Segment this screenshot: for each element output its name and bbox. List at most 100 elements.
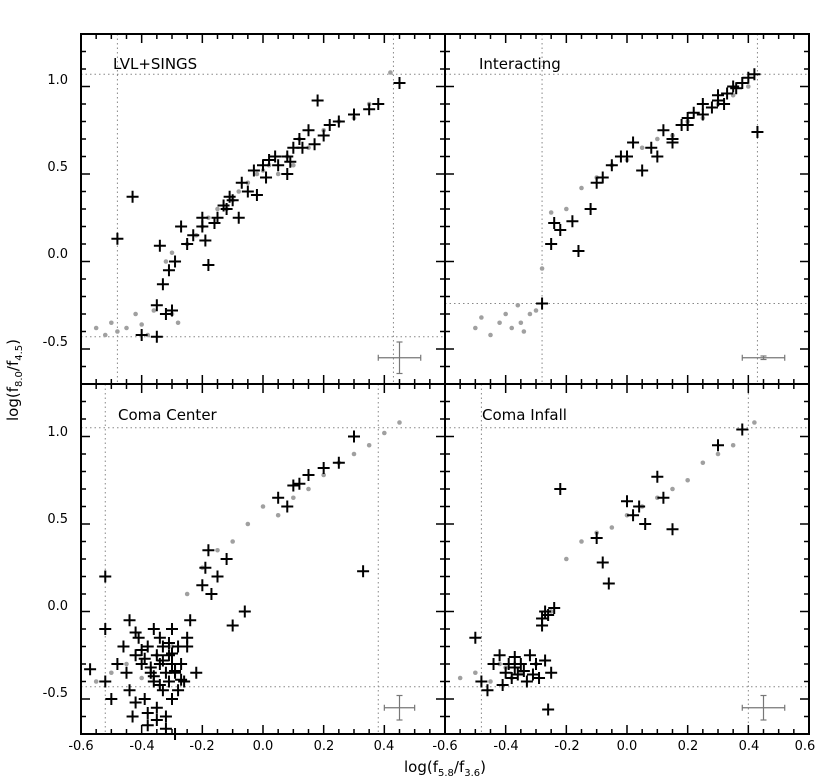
panel-frame bbox=[444, 33, 810, 385]
data-point-plus bbox=[730, 82, 743, 95]
data-point-plus bbox=[211, 570, 224, 583]
x-axis-sub-num: 5.8 bbox=[438, 768, 454, 779]
data-point-plus bbox=[526, 668, 539, 681]
data-point-plus bbox=[156, 278, 169, 291]
data-point-plus bbox=[736, 77, 749, 89]
data-point-plus bbox=[141, 719, 154, 732]
y-tick-label: 0.0 bbox=[47, 599, 68, 614]
y-axis-title: log(f8.0/f4.5) bbox=[4, 339, 25, 421]
data-point-plus bbox=[508, 651, 521, 663]
data-point-plus bbox=[627, 509, 640, 522]
data-point-plus bbox=[223, 190, 236, 203]
data-point-plus bbox=[284, 155, 297, 168]
data-point-plus bbox=[196, 211, 209, 224]
x-tick-label: 0.0 bbox=[253, 739, 274, 754]
data-point-plus bbox=[712, 439, 724, 452]
data-point-dot bbox=[382, 430, 387, 436]
data-point-plus bbox=[302, 124, 315, 137]
x-tick-labels-left: -0.6 -0.4 -0.2 0.0 0.2 0.4 bbox=[68, 739, 394, 754]
data-point-plus bbox=[247, 164, 260, 177]
data-point-dot bbox=[215, 206, 220, 212]
data-point-plus bbox=[162, 649, 175, 662]
data-point-plus bbox=[293, 477, 306, 490]
series-black-plus bbox=[111, 77, 406, 343]
data-point-dot bbox=[655, 136, 660, 142]
data-point-dot bbox=[124, 325, 129, 331]
data-point-plus bbox=[502, 658, 515, 670]
data-point-plus bbox=[141, 640, 154, 653]
x-tick-label: 0.2 bbox=[314, 739, 335, 754]
data-point-dot bbox=[503, 311, 508, 317]
data-point-plus bbox=[232, 211, 245, 224]
data-point-dot bbox=[215, 547, 220, 553]
data-point-plus bbox=[536, 619, 549, 632]
series-black-plus bbox=[536, 68, 764, 310]
panel-title-coma-infall: Coma Infall bbox=[482, 406, 567, 424]
data-point-plus bbox=[499, 666, 512, 679]
series-gray-dots bbox=[93, 70, 393, 338]
data-point-plus bbox=[363, 103, 376, 116]
data-point-plus bbox=[487, 658, 500, 670]
data-point-plus bbox=[657, 491, 670, 504]
data-point-plus bbox=[105, 693, 118, 705]
data-point-plus bbox=[156, 684, 169, 697]
data-point-plus bbox=[311, 94, 324, 107]
data-point-plus bbox=[548, 217, 561, 229]
data-point-plus bbox=[220, 553, 233, 565]
data-point-plus bbox=[156, 654, 169, 667]
x-tick-label: -0.2 bbox=[554, 739, 579, 754]
data-point-plus bbox=[202, 544, 215, 557]
panels-group bbox=[80, 33, 810, 740]
data-point-dot bbox=[479, 315, 484, 320]
data-point-dot bbox=[169, 250, 175, 256]
data-point-dot bbox=[539, 266, 545, 271]
data-point-plus bbox=[496, 679, 509, 691]
data-point-plus bbox=[117, 640, 130, 653]
data-point-plus bbox=[162, 637, 175, 649]
data-point-dot bbox=[700, 460, 706, 466]
data-point-plus bbox=[153, 679, 166, 691]
data-point-plus bbox=[144, 661, 157, 674]
data-point-dot bbox=[275, 512, 281, 518]
data-point-plus bbox=[332, 115, 345, 128]
error-bar bbox=[741, 694, 786, 721]
x-tick-label: -0.6 bbox=[68, 739, 93, 754]
x-tick-label: 0.4 bbox=[739, 739, 760, 754]
data-point-dot bbox=[109, 670, 114, 676]
data-point-dot bbox=[609, 525, 615, 530]
data-point-dot bbox=[564, 556, 569, 562]
data-point-plus bbox=[566, 215, 579, 228]
data-point-plus bbox=[159, 722, 172, 735]
data-point-plus bbox=[166, 693, 178, 705]
data-point-plus bbox=[162, 675, 175, 688]
data-point-plus bbox=[590, 176, 603, 189]
data-point-dot bbox=[533, 308, 539, 313]
data-point-dot bbox=[93, 325, 99, 331]
data-point-plus bbox=[190, 666, 203, 679]
data-point-plus bbox=[178, 675, 191, 688]
data-point-plus bbox=[469, 631, 482, 644]
x-tick-label: -0.4 bbox=[493, 739, 518, 754]
panel-title-interacting: Interacting bbox=[479, 55, 561, 73]
data-point-dot bbox=[564, 206, 569, 212]
data-point-dot bbox=[548, 210, 554, 215]
data-point-plus bbox=[235, 176, 248, 189]
data-point-plus bbox=[372, 98, 385, 110]
data-point-plus bbox=[166, 647, 178, 660]
data-point-plus bbox=[226, 619, 239, 632]
data-point-dot bbox=[115, 329, 120, 334]
y-tick-label: 0.0 bbox=[47, 247, 68, 262]
data-point-plus bbox=[639, 518, 652, 530]
data-point-plus bbox=[126, 710, 139, 723]
data-point-plus bbox=[150, 330, 163, 343]
panel-title-coma-center: Coma Center bbox=[118, 406, 218, 424]
data-point-plus bbox=[681, 119, 694, 131]
data-point-plus bbox=[302, 469, 315, 481]
data-point-plus bbox=[141, 707, 154, 719]
data-point-dot bbox=[139, 675, 144, 681]
data-point-dot bbox=[497, 661, 502, 667]
data-point-plus bbox=[211, 211, 224, 224]
panel-coma-infall bbox=[444, 383, 810, 735]
data-point-plus bbox=[99, 570, 112, 583]
data-point-plus bbox=[742, 71, 755, 84]
